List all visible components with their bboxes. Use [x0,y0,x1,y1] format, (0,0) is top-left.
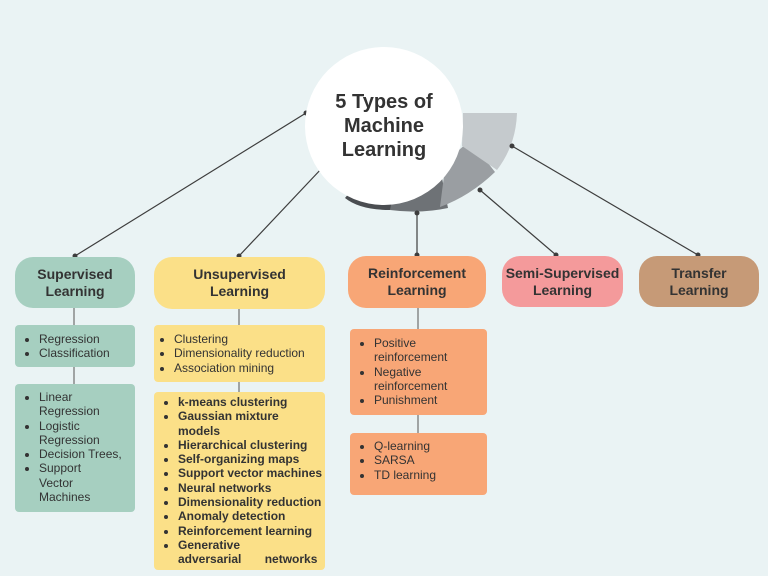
category-label: Reinforcement Learning [367,265,467,298]
list-item: Gaussian mixture models [178,409,323,438]
title-circle: 5 Types of Machine Learning [305,47,463,205]
reinforcement-types-box: Positive reinforcement Negative reinforc… [350,329,487,415]
connector-supervised [74,112,307,257]
unsupervised-algorithms-box: k-means clustering Gaussian mixture mode… [154,392,325,570]
list-item: Classification [39,346,131,360]
category-reinforcement: Reinforcement Learning [348,256,486,308]
unsupervised-tasks-box: Clustering Dimensionality reduction Asso… [154,325,325,382]
list-item: Regression [39,332,131,346]
category-transfer: Transfer Learning [639,256,759,307]
list-item: Self-organizing maps [178,452,323,466]
category-unsupervised: Unsupervised Learning [154,257,325,309]
list-item: Punishment [374,393,469,407]
supervised-algorithms-box: Linear Regression Logistic Regression De… [15,384,135,512]
list-item: Logistic Regression [39,419,109,448]
page-title: 5 Types of Machine Learning [335,91,433,161]
list-item: Support vector machines [178,466,323,480]
list-item: Negative reinforcement [374,365,469,394]
supervised-tasks-box: Regression Classification [15,325,135,367]
list-item: Reinforcement learning [178,524,323,538]
list-item: Hierarchical clustering [178,438,323,452]
list-item: Association mining [174,361,321,375]
connector-transfer [511,145,699,256]
list-item: TD learning [374,468,483,482]
list-item: Q-learning [374,439,483,453]
category-supervised: Supervised Learning [15,257,135,308]
list-item: Clustering [174,332,321,346]
connector-unsupervised [238,166,324,257]
list-item: Dimensionality reduction [178,495,323,509]
list-item: Anomaly detection [178,509,323,523]
list-item: Linear Regression [39,390,109,419]
list-item: Decision Trees, [39,447,122,461]
category-label: Supervised Learning [37,265,113,299]
reinforcement-algorithms-box: Q-learning SARSA TD learning [350,433,487,495]
list-item: Neural networks [178,481,323,495]
list-item: Positive reinforcement [374,336,469,365]
category-semi-supervised: Semi-Supervised Learning [502,256,623,307]
arc-segment-light [462,113,517,170]
connector-semi-supervised [479,189,557,256]
list-item: Generative adversarial networks [178,538,320,567]
list-item: Dimensionality reduction [174,346,321,360]
list-item: Support Vector Machines [39,461,109,504]
category-label: Unsupervised Learning [193,266,286,299]
category-label: Transfer Learning [669,264,729,298]
category-label: Semi-Supervised Learning [505,264,620,298]
list-item: SARSA [374,453,483,467]
list-item: k-means clustering [178,395,323,409]
